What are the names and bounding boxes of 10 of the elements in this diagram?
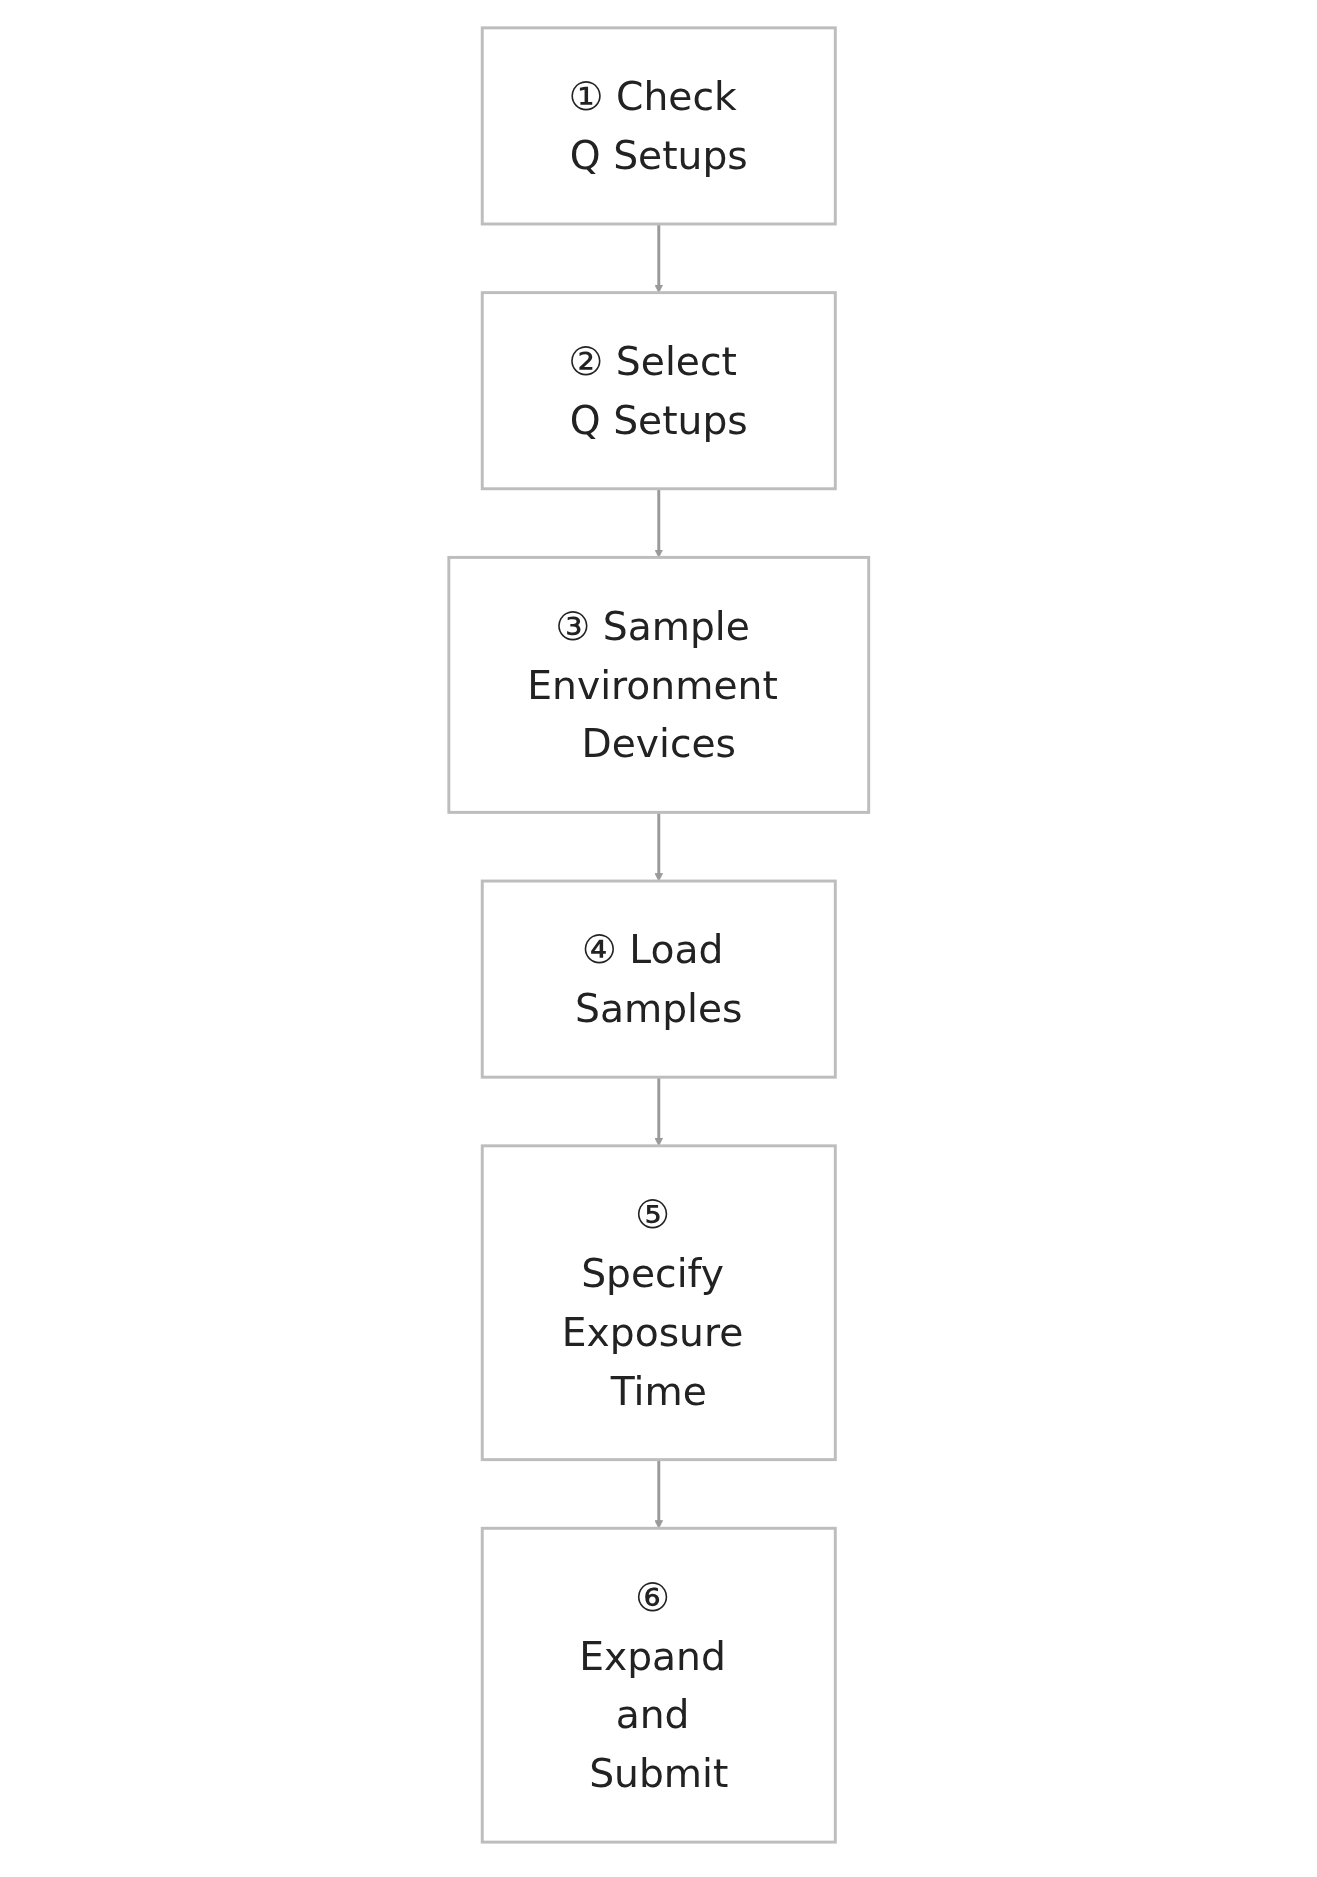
node-box: ① Check Q Setups	[480, 26, 837, 226]
node-box: ③ Sample Environment Devices	[447, 555, 870, 814]
arrow	[654, 224, 663, 293]
arrow	[654, 812, 663, 882]
node-box: ② Select Q Setups	[480, 291, 837, 491]
node-box: ④ Load Samples	[480, 879, 837, 1079]
arrow	[654, 488, 663, 558]
node-box: ⑤ Specify Exposure Time	[480, 1144, 837, 1462]
arrow	[654, 1459, 663, 1529]
node-box: ⑥ Expand and Submit	[480, 1526, 837, 1844]
